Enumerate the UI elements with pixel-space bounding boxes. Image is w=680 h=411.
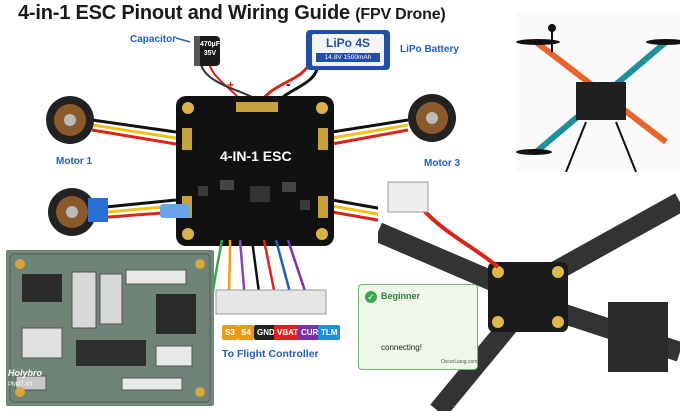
beginner-title: Beginner <box>381 291 421 301</box>
motor3-label: Motor 3 <box>424 158 461 169</box>
pin-s4: S4 <box>238 325 254 340</box>
fc-label: To Flight Controller <box>222 348 319 360</box>
pin-cur: CUR <box>298 325 322 340</box>
drone-art <box>516 24 680 173</box>
esc-label: 4-IN-1 ESC <box>220 148 292 164</box>
motor3 <box>408 94 456 142</box>
fc-board-photo: Holybro PM07-V1 <box>6 250 214 406</box>
capacitor-marking-bottom: 35V <box>203 50 217 57</box>
beginner-box: ✓ Beginner connecting! OscarLiang.com <box>358 284 478 370</box>
frame-art <box>378 181 680 411</box>
check-icon: ✓ <box>365 291 377 303</box>
pin-gnd: GND <box>254 325 278 340</box>
esc-board <box>176 96 334 246</box>
pin-tlm: TLM <box>318 325 341 340</box>
wire-connector <box>160 204 190 218</box>
fc-model: PM07-V1 <box>8 382 34 388</box>
beginner-text: connecting! <box>381 343 422 352</box>
capacitor-body <box>194 36 220 66</box>
fc-brand: Holybro <box>8 368 43 378</box>
motor1 <box>46 96 94 144</box>
signal-pin-row: S3 S4 GND VBAT CUR TLM <box>222 325 341 340</box>
beginner-url: OscarLiang.com <box>441 359 478 365</box>
minus-mark: - <box>286 76 291 92</box>
capacitor-label: Capacitor <box>130 34 177 45</box>
pin-s3: S3 <box>222 325 238 340</box>
fc-connector <box>215 289 327 315</box>
plus-mark: + <box>227 78 235 92</box>
battery-label: LiPo Battery <box>400 44 459 55</box>
pin-vbat: VBAT <box>274 325 302 340</box>
drone-photo <box>516 12 680 188</box>
motor2 <box>48 188 108 236</box>
page-title: 4-in-1 ESC Pinout and Wiring Guide (FPV … <box>18 2 446 25</box>
motor1-wires <box>91 118 177 146</box>
fc-board-art <box>9 253 211 403</box>
capacitor-marking-top: 470µF <box>200 41 220 48</box>
battery-spec: 14.8V 1500mAh <box>316 53 380 62</box>
motor3-wires <box>331 118 409 146</box>
battery-name: LiPo 4S <box>325 36 370 50</box>
motor1-label: Motor 1 <box>56 156 93 167</box>
title-main: 4-in-1 ESC Pinout and Wiring Guide <box>18 2 350 24</box>
title-sub: (FPV Drone) <box>355 6 446 23</box>
capacitor-arrow <box>175 37 191 43</box>
